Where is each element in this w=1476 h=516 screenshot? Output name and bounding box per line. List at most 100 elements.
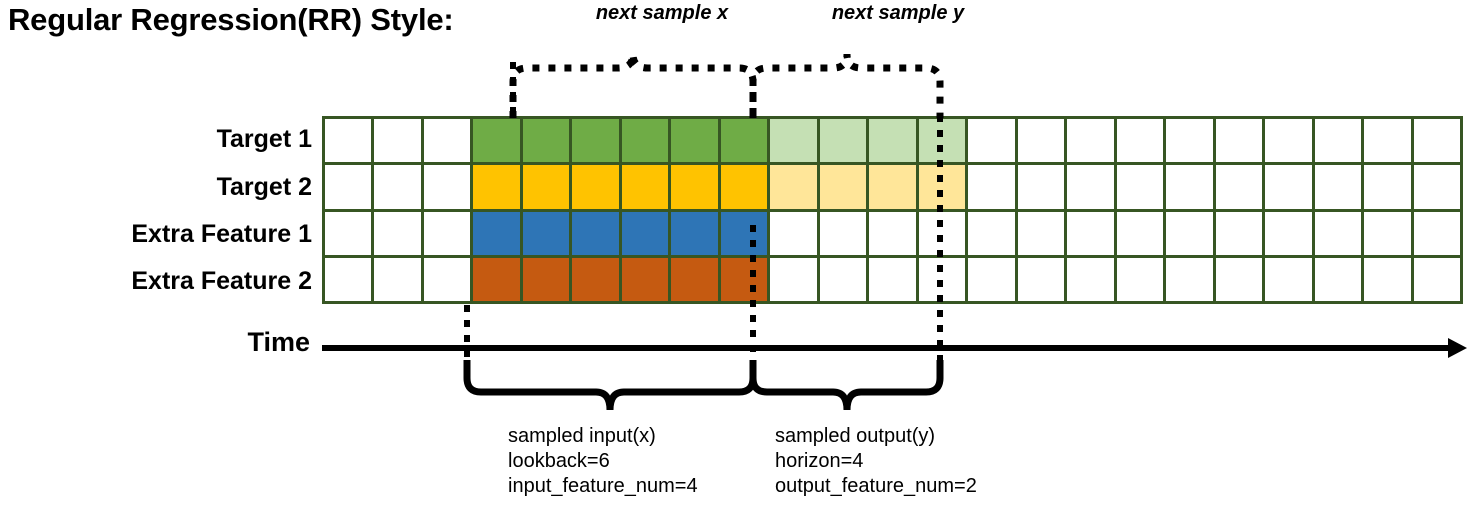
- grid-row-2: [325, 165, 1461, 209]
- row-label-extra-feature-2: Extra Feature 2: [131, 267, 312, 295]
- grid-cell-r4-c6: [572, 257, 619, 301]
- grid-cell-r1-c14: [968, 119, 1015, 163]
- grid-cell-r4-c9: [720, 257, 768, 301]
- row-label-extra-feature-1: Extra Feature 1: [131, 220, 312, 248]
- row-label-target-1: Target 1: [216, 125, 312, 153]
- caption-input-line-2: lookback=6: [508, 450, 610, 472]
- grid-cell-r1-c8: [671, 119, 718, 163]
- caption-output-line-2: horizon=4: [775, 450, 864, 472]
- grid-cell-r4-c8: [671, 257, 718, 301]
- grid-cell-r2-c7: [621, 165, 669, 209]
- grid-cell-r1-c1: [325, 119, 372, 163]
- grid-cell-r2-c1: [325, 165, 372, 209]
- grid-cell-r1-c10: [770, 119, 817, 163]
- grid-cell-r3-c23: [1413, 211, 1461, 255]
- caption-input-line-1: sampled input(x): [508, 425, 656, 447]
- grid-cell-r4-c16: [1067, 257, 1114, 301]
- grid-cell-r1-c3: [423, 119, 471, 163]
- brace-next-sample-x: [509, 53, 757, 118]
- time-axis-arrow: [322, 338, 1467, 358]
- grid-row-4: [325, 257, 1461, 301]
- grid-cell-r1-c20: [1265, 119, 1312, 163]
- grid-cell-r2-c18: [1166, 165, 1213, 209]
- grid-cell-r4-c1: [325, 257, 372, 301]
- grid-cell-r4-c14: [968, 257, 1015, 301]
- grid-cell-r3-c20: [1265, 211, 1312, 255]
- brace-next-sample-y: [749, 53, 944, 118]
- grid-cell-r2-c20: [1265, 165, 1312, 209]
- caption-output-line-3: output_feature_num=2: [775, 475, 977, 497]
- grid-cell-r2-c23: [1413, 165, 1461, 209]
- grid-cell-r3-c8: [671, 211, 718, 255]
- grid-cell-r4-c19: [1215, 257, 1263, 301]
- grid-cell-r2-c5: [522, 165, 570, 209]
- time-axis-label: Time: [247, 327, 310, 357]
- grid-cell-r3-c2: [374, 211, 421, 255]
- caption-sampled-input: sampled input(x) lookback=6 input_featur…: [508, 424, 698, 499]
- grid-row-3: [325, 211, 1461, 255]
- grid-cell-r3-c11: [819, 211, 867, 255]
- grid-cell-r4-c15: [1017, 257, 1065, 301]
- grid-cell-r3-c15: [1017, 211, 1065, 255]
- brace-sampled-output: [749, 360, 944, 411]
- grid-cell-r1-c22: [1364, 119, 1411, 163]
- grid-cell-r4-c17: [1116, 257, 1164, 301]
- grid-cell-r3-c7: [621, 211, 669, 255]
- grid-cell-r1-c15: [1017, 119, 1065, 163]
- grid-cell-r1-c23: [1413, 119, 1461, 163]
- grid-cell-r4-c13: [918, 257, 966, 301]
- grid-cell-r4-c18: [1166, 257, 1213, 301]
- grid-cell-r2-c17: [1116, 165, 1164, 209]
- grid-cell-r4-c22: [1364, 257, 1411, 301]
- grid-cell-r3-c4: [473, 211, 520, 255]
- grid-cell-r1-c5: [522, 119, 570, 163]
- grid-cell-r3-c17: [1116, 211, 1164, 255]
- grid-cell-r4-c7: [621, 257, 669, 301]
- grid-cell-r4-c12: [869, 257, 916, 301]
- grid-cell-r4-c23: [1413, 257, 1461, 301]
- grid-cell-r3-c3: [423, 211, 471, 255]
- grid-cell-r4-c3: [423, 257, 471, 301]
- grid-cell-r3-c16: [1067, 211, 1114, 255]
- grid-cell-r2-c15: [1017, 165, 1065, 209]
- grid-cell-r4-c10: [770, 257, 817, 301]
- caption-output-line-1: sampled output(y): [775, 425, 936, 447]
- grid-cell-r4-c2: [374, 257, 421, 301]
- grid-cell-r2-c22: [1364, 165, 1411, 209]
- grid-cell-r2-c14: [968, 165, 1015, 209]
- grid-cell-r1-c9: [720, 119, 768, 163]
- grid-cell-r3-c21: [1314, 211, 1362, 255]
- timeseries-grid: [322, 116, 1463, 304]
- caption-sampled-output: sampled output(y) horizon=4 output_featu…: [775, 424, 977, 499]
- grid-cell-r2-c8: [671, 165, 718, 209]
- grid-cell-r4-c20: [1265, 257, 1312, 301]
- grid-cell-r3-c22: [1364, 211, 1411, 255]
- grid-cell-r3-c5: [522, 211, 570, 255]
- grid-cell-r2-c4: [473, 165, 520, 209]
- grid-cell-r3-c1: [325, 211, 372, 255]
- grid-cell-r1-c2: [374, 119, 421, 163]
- grid-cell-r2-c2: [374, 165, 421, 209]
- caption-input-line-3: input_feature_num=4: [508, 475, 698, 497]
- grid-cell-r2-c3: [423, 165, 471, 209]
- grid-cell-r2-c11: [819, 165, 867, 209]
- grid-cell-r1-c19: [1215, 119, 1263, 163]
- grid-cell-r3-c19: [1215, 211, 1263, 255]
- next-sample-x-label: next sample x: [595, 2, 729, 24]
- brace-sampled-input: [463, 360, 757, 411]
- grid-cell-r4-c21: [1314, 257, 1362, 301]
- grid-cell-r3-c12: [869, 211, 916, 255]
- grid-cell-r2-c10: [770, 165, 817, 209]
- grid-cell-r4-c11: [819, 257, 867, 301]
- grid-cell-r1-c12: [869, 119, 916, 163]
- grid-cell-r2-c16: [1067, 165, 1114, 209]
- grid-cell-r1-c21: [1314, 119, 1362, 163]
- grid-cell-r3-c14: [968, 211, 1015, 255]
- grid-cell-r1-c6: [572, 119, 619, 163]
- grid-cell-r3-c18: [1166, 211, 1213, 255]
- grid-cell-r3-c6: [572, 211, 619, 255]
- grid-cell-r1-c16: [1067, 119, 1114, 163]
- grid-cell-r4-c4: [473, 257, 520, 301]
- grid-cell-r2-c13: [918, 165, 966, 209]
